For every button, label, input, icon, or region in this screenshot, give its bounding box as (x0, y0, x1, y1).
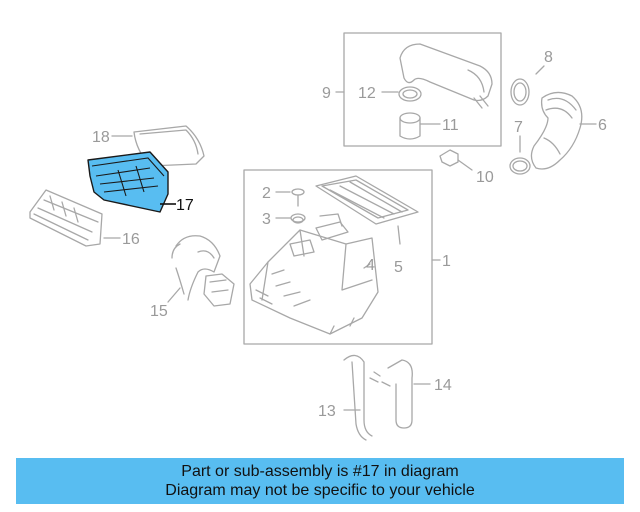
callout-17: 17 (176, 197, 194, 214)
part-16-duct (29, 189, 121, 247)
part-14-hose (369, 359, 431, 429)
callout-7: 7 (514, 119, 523, 136)
part-5-filter (315, 175, 419, 245)
callout-5: 5 (394, 259, 403, 276)
part-12-clamp (381, 86, 422, 102)
airbox-group-frame (243, 169, 433, 345)
callout-11: 11 (442, 117, 459, 134)
intake-group-frame (343, 32, 502, 147)
callout-4: 4 (366, 257, 375, 274)
callout-9: 9 (322, 85, 331, 102)
part-3-grommet (275, 213, 306, 224)
banner-line-2: Diagram may not be specific to your vehi… (165, 482, 475, 499)
callout-13: 13 (318, 403, 336, 420)
callout-1: 1 (442, 253, 451, 270)
callout-16: 16 (122, 231, 140, 248)
part-11-sleeve (399, 112, 441, 140)
part-13-pipe (343, 354, 373, 441)
part-10-fastener (439, 149, 473, 171)
part-18-cover (111, 125, 205, 167)
callout-8: 8 (544, 49, 553, 66)
callout-10: 10 (476, 169, 494, 186)
callout-14: 14 (434, 377, 452, 394)
callout-12: 12 (358, 85, 376, 102)
part-8-clamp (510, 65, 545, 106)
callout-6: 6 (598, 117, 607, 134)
part-15-hose (167, 235, 235, 307)
part-17-bracket-highlight (87, 151, 176, 213)
callout-2: 2 (262, 185, 271, 202)
info-banner: Part or sub-assembly is #17 in diagram D… (16, 458, 624, 504)
part-2-bolt (275, 188, 305, 207)
banner-line-1: Part or sub-assembly is #17 in diagram (181, 463, 459, 480)
callout-18: 18 (92, 129, 110, 146)
part-6-hose (530, 91, 597, 170)
part-4-airbox (249, 213, 379, 335)
callout-3: 3 (262, 211, 271, 228)
callout-15: 15 (150, 303, 168, 320)
part-9-intake-pipe (335, 43, 493, 109)
part-7-clamp (509, 135, 531, 175)
